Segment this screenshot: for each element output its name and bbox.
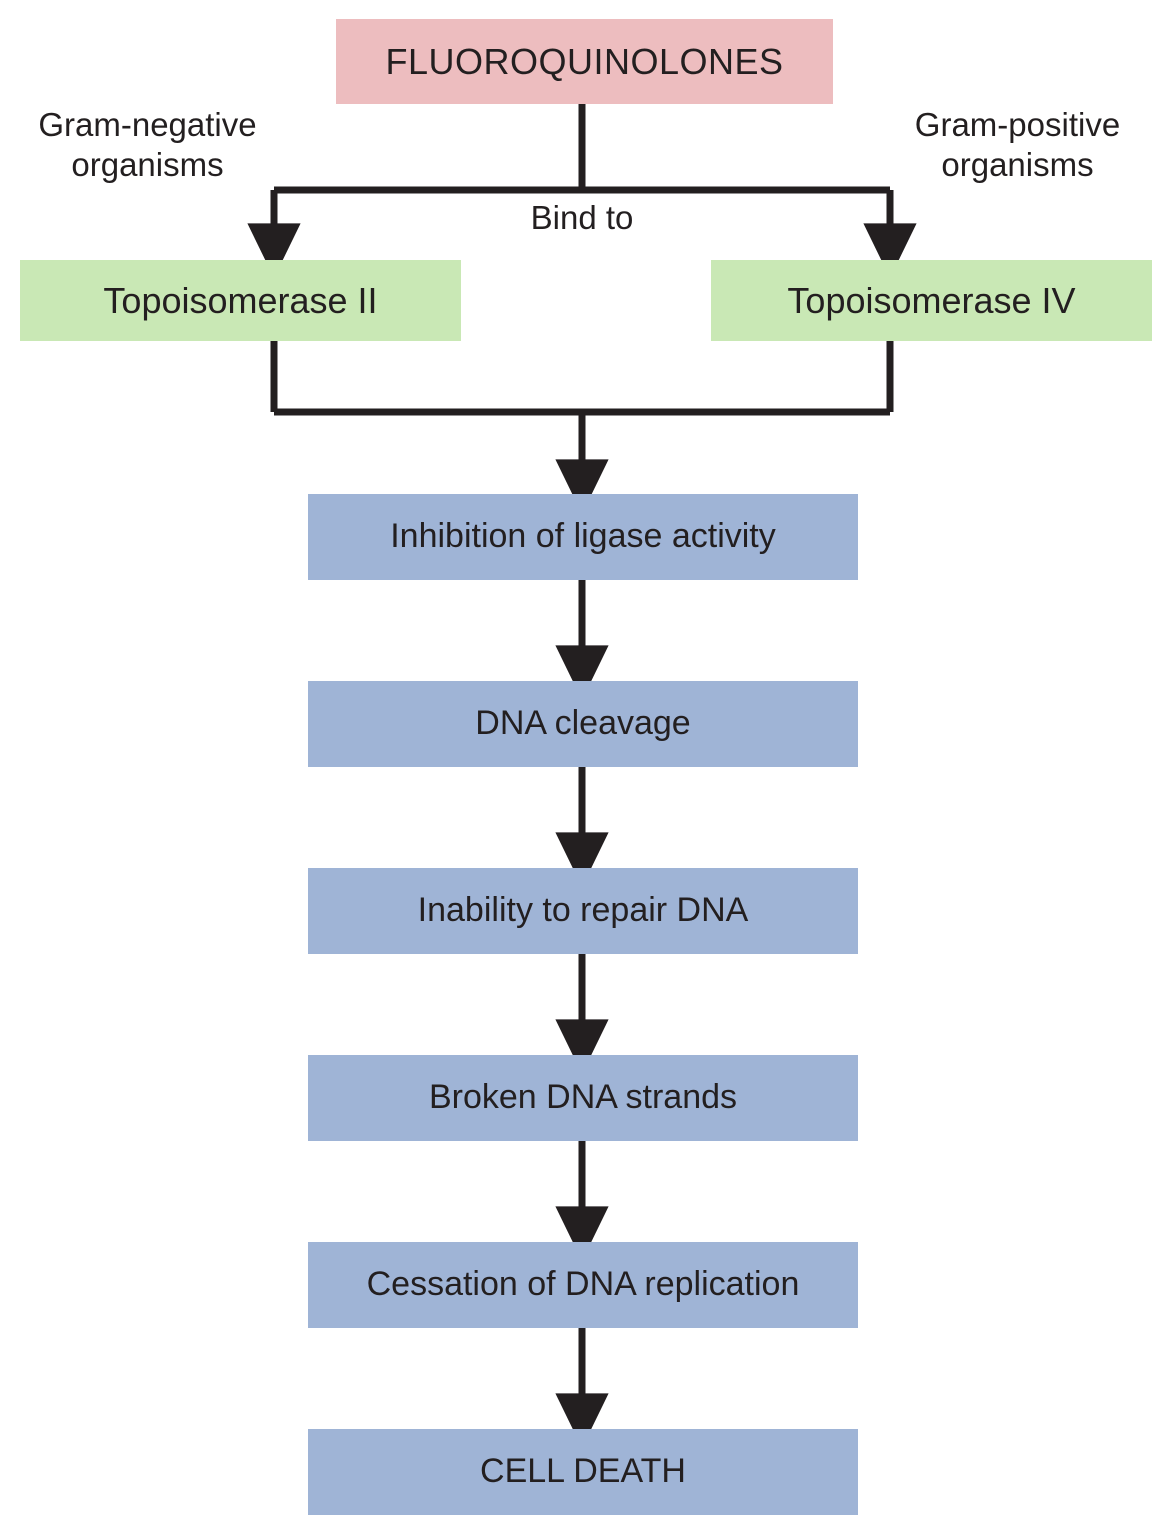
node-step-cessation-of-dna-replication: Cessation of DNA replication xyxy=(308,1242,858,1328)
node-step-cell-death: CELL DEATH xyxy=(308,1429,858,1515)
node-topoisomerase-ii: Topoisomerase II xyxy=(20,260,461,341)
label-gram-positive-organisms: Gram-positive organisms xyxy=(914,106,1121,184)
label-bind-to: Bind to xyxy=(530,199,634,236)
node-step-inability-to-repair-dna: Inability to repair DNA xyxy=(308,868,858,954)
label-gram-negative-organisms: Gram-negative organisms xyxy=(38,106,257,184)
node-topoisomerase-iv: Topoisomerase IV xyxy=(711,260,1152,341)
node-step-inhibition-of-ligase-activity: Inhibition of ligase activity xyxy=(308,494,858,580)
node-fluoroquinolones: FLUOROQUINOLONES xyxy=(336,19,833,104)
node-step-dna-cleavage: DNA cleavage xyxy=(308,681,858,767)
node-step-broken-dna-strands: Broken DNA strands xyxy=(308,1055,858,1141)
